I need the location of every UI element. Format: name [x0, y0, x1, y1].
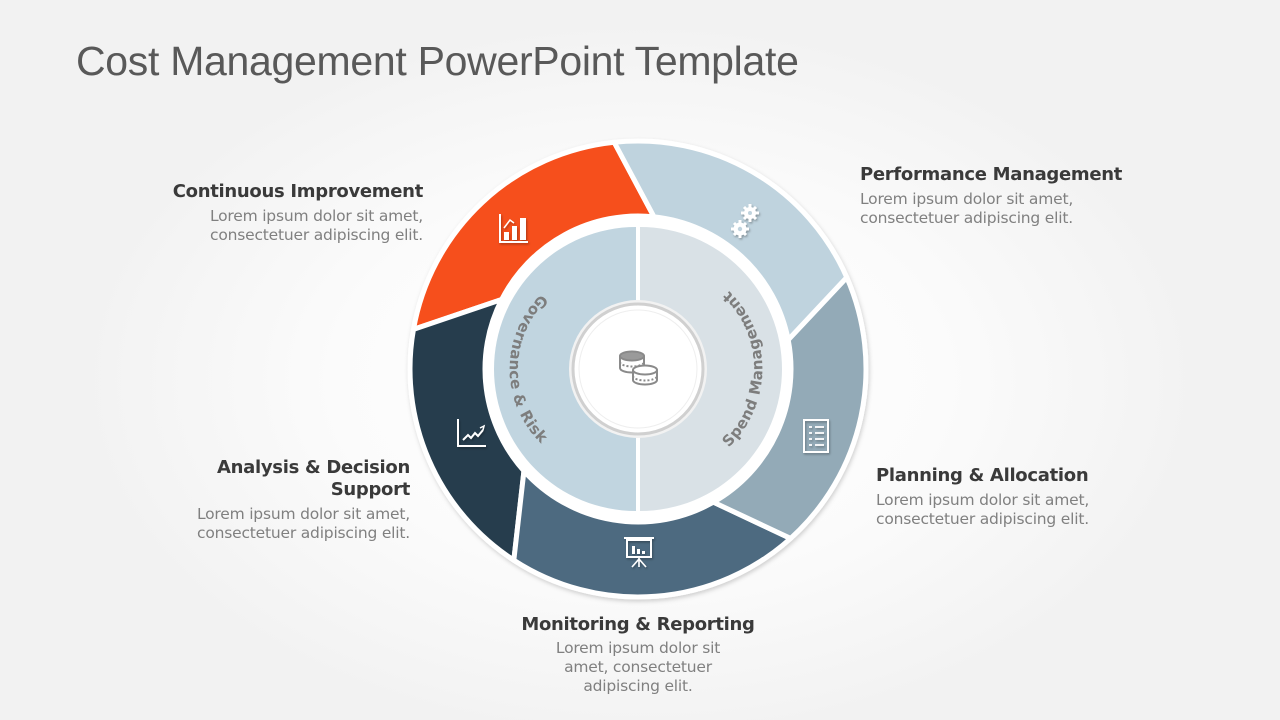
- checklist-document-icon: [803, 419, 829, 453]
- analysis-decision-heading-line2: Support: [330, 479, 411, 500]
- performance-management-heading: Performance Management: [860, 164, 1123, 185]
- line-chart-trend-icon: [457, 419, 486, 447]
- analysis-decision-heading: Analysis & Decision Support: [160, 457, 410, 501]
- gears-icon: [731, 204, 759, 238]
- continuous-improvement-block: Continuous Improvement Lorem ipsum dolor…: [130, 181, 424, 245]
- planning-allocation-heading: Planning & Allocation: [876, 465, 1089, 486]
- slide-title: Cost Management PowerPoint Template: [76, 38, 799, 84]
- planning-allocation-body: Lorem ipsum dolor sit amet, consectetuer…: [876, 491, 1090, 528]
- monitoring-reporting-block: Monitoring & Reporting Lorem ipsum dolor…: [508, 614, 768, 696]
- analysis-decision-body: Lorem ipsum dolor sit amet, consectetuer…: [196, 505, 410, 542]
- coins-icon: [619, 350, 658, 386]
- monitoring-reporting-heading: Monitoring & Reporting: [521, 614, 755, 635]
- analysis-decision-block: Analysis & Decision Support Lorem ipsum …: [160, 457, 410, 543]
- performance-management-body: Lorem ipsum dolor sit amet, consectetuer…: [860, 190, 1074, 227]
- inner-half-spend-management: [640, 227, 782, 511]
- continuous-improvement-heading: Continuous Improvement: [172, 181, 424, 202]
- presentation-board-icon: [624, 537, 654, 568]
- planning-allocation-block: Planning & Allocation Lorem ipsum dolor …: [876, 465, 1136, 529]
- performance-management-block: Performance Management Lorem ipsum dolor…: [860, 164, 1150, 228]
- analysis-decision-heading-line1: Analysis & Decision: [217, 457, 410, 478]
- inner-half-governance-risk: [494, 227, 636, 511]
- bar-chart-growth-icon: [499, 214, 528, 243]
- monitoring-reporting-body: Lorem ipsum dolor sit amet, consectetuer…: [555, 639, 721, 695]
- continuous-improvement-body: Lorem ipsum dolor sit amet, consectetuer…: [209, 207, 423, 244]
